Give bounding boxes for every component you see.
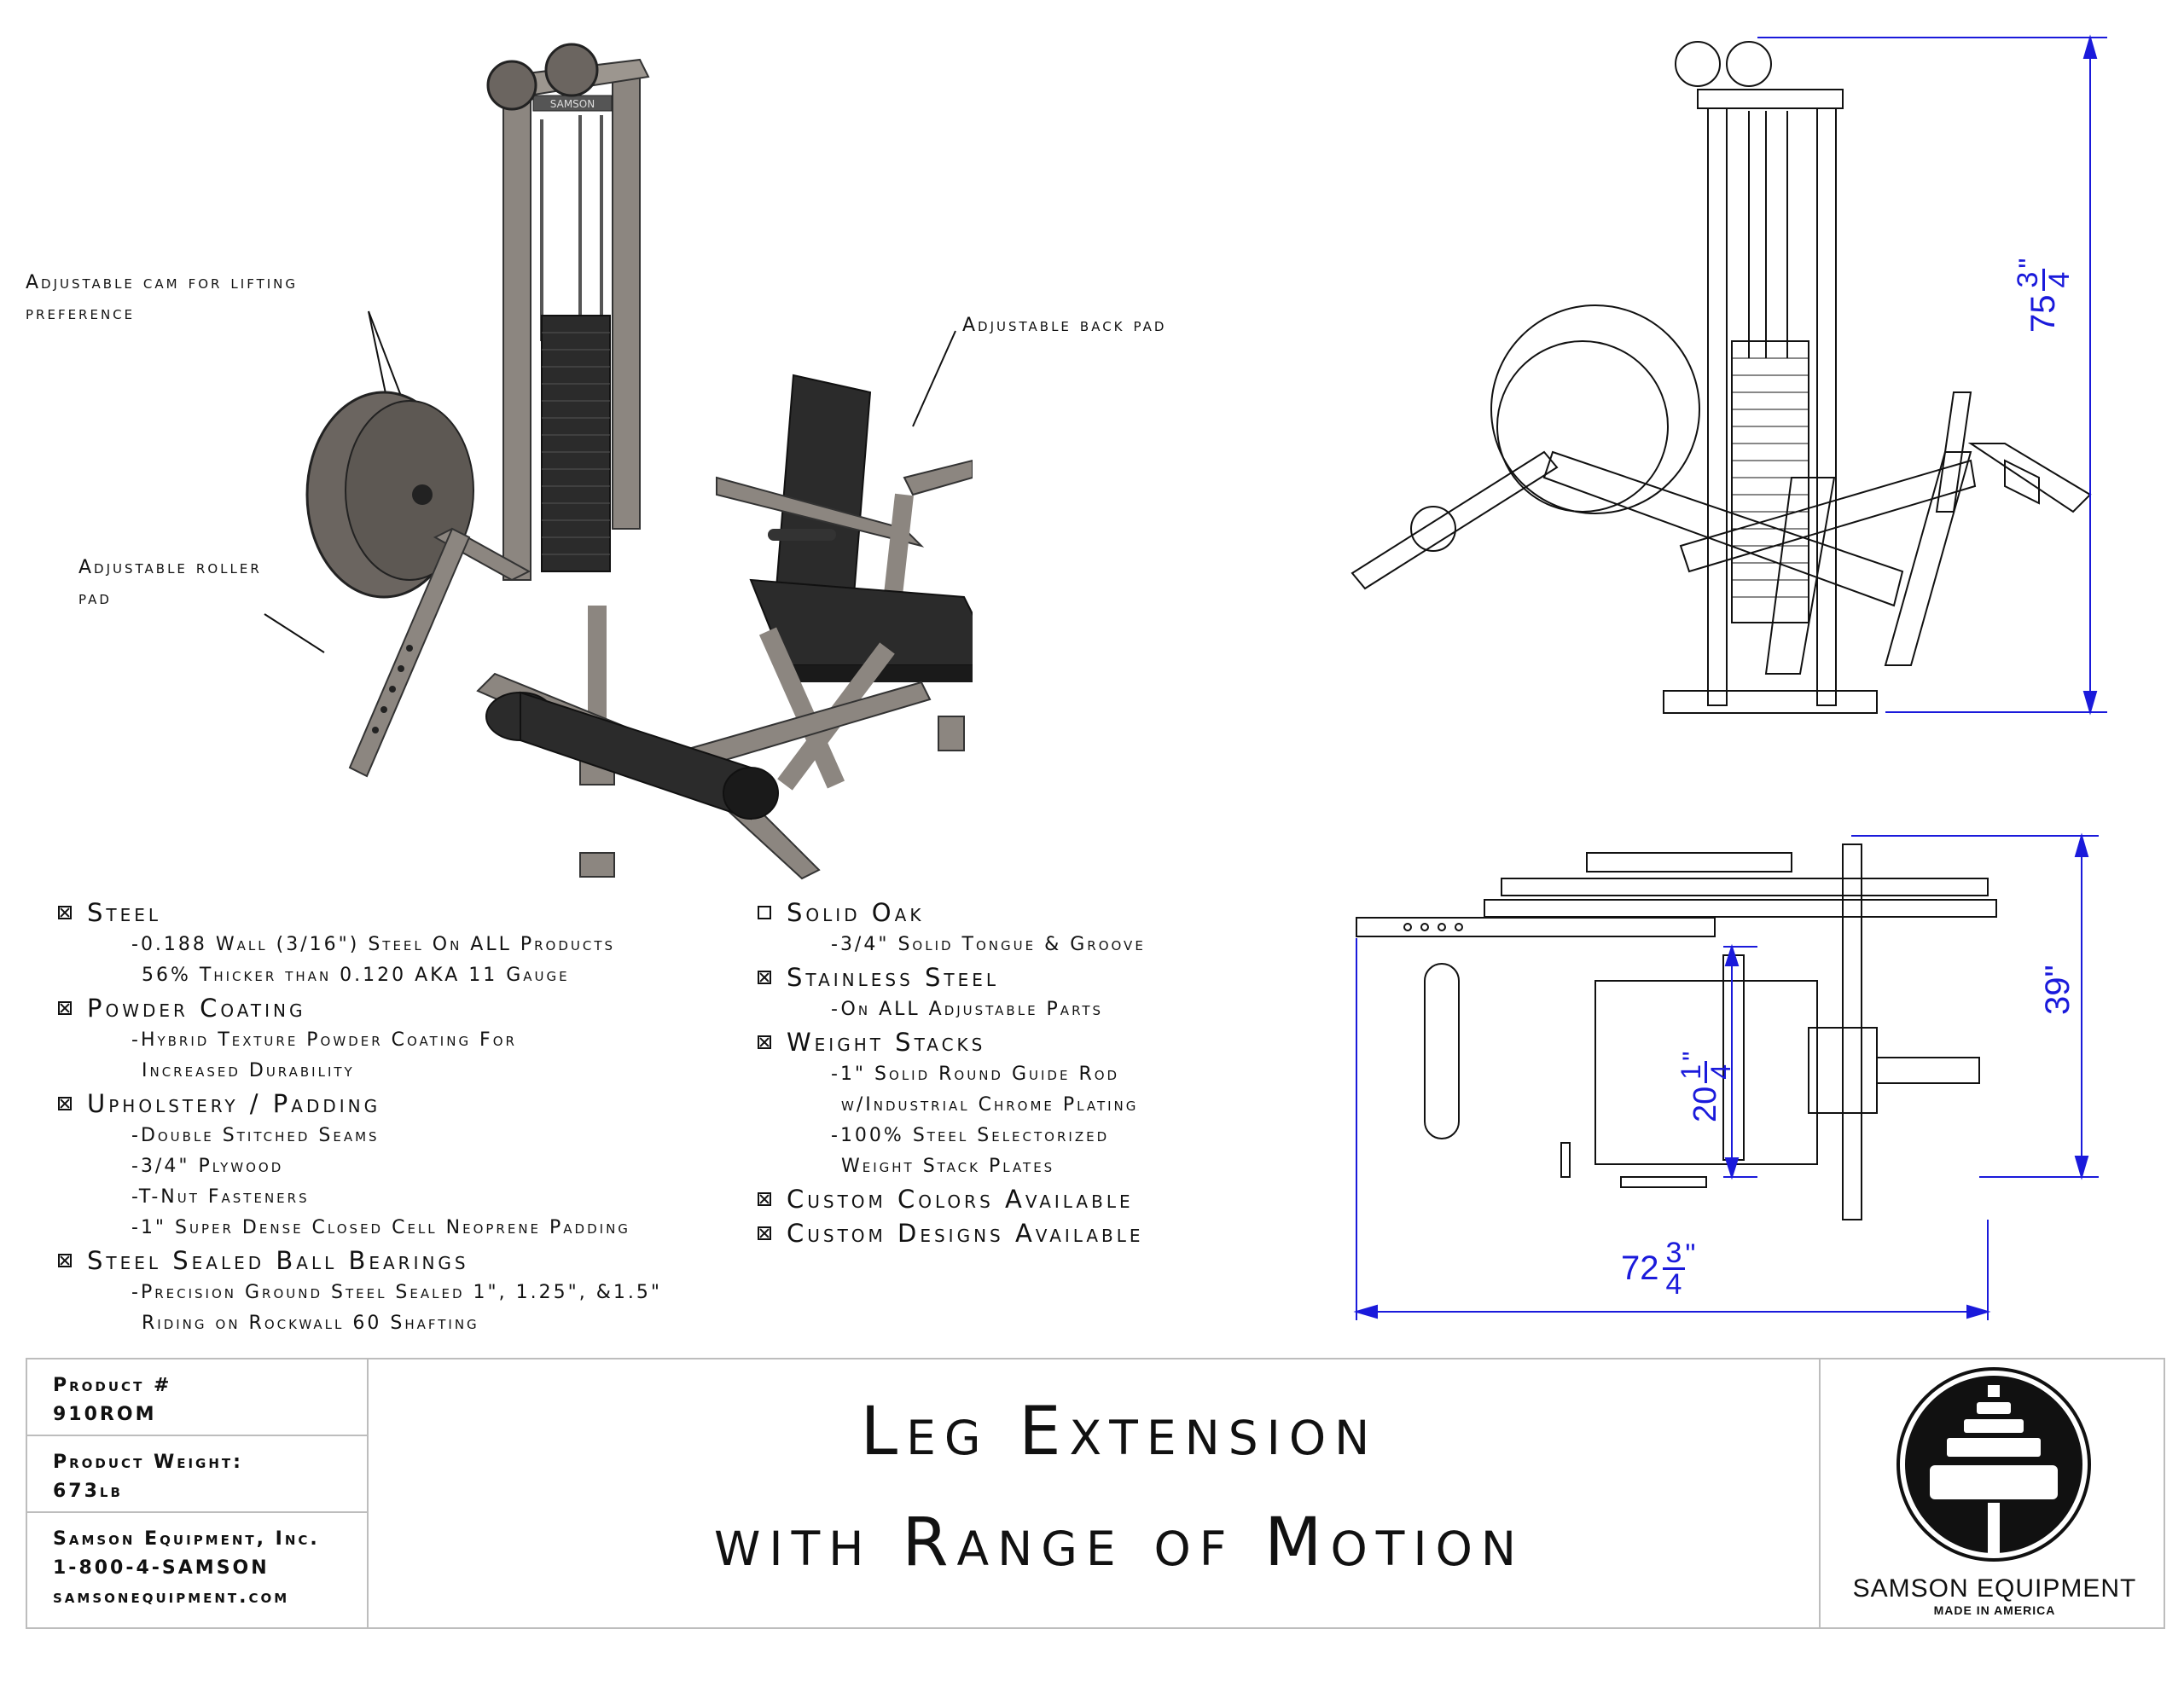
depth-dimension-line bbox=[1851, 832, 2099, 1180]
spec-detail-line: -0.188 Wall (3/16") Steel On ALL Product… bbox=[131, 934, 616, 955]
spec-heading: Custom Designs Available bbox=[758, 1216, 1146, 1250]
company-info-cell: Samson Equipment, Inc. 1-800-4-SAMSON sa… bbox=[27, 1513, 369, 1627]
seat-width-dimension-label: 20 1 4 " bbox=[1676, 1051, 1736, 1122]
logo-company-name: SAMSON EQUIPMENT bbox=[1852, 1574, 2137, 1603]
spec-heading-text: Solid Oak bbox=[787, 898, 925, 927]
back-pad-leader-line bbox=[912, 330, 956, 427]
product-weight-cell: Product Weight: 673lb bbox=[27, 1436, 369, 1513]
top-plan-view bbox=[1353, 832, 2099, 1320]
product-title-line-2: with Range of Motion bbox=[713, 1504, 1525, 1581]
spec-heading-text: Steel Sealed Ball Bearings bbox=[87, 1246, 469, 1275]
spec-heading-text: Weight Stacks bbox=[787, 1028, 986, 1057]
spec-detail-line: 56% Thicker than 0.120 AKA 11 Gauge bbox=[142, 965, 570, 986]
spec-heading: Powder Coating bbox=[58, 991, 662, 1025]
checked-box-icon bbox=[758, 1035, 771, 1049]
isometric-machine-view: SAMSON bbox=[264, 43, 973, 880]
side-elevation-view bbox=[1350, 34, 2107, 716]
spec-detail-line: -Double Stitched Seams bbox=[131, 1125, 380, 1146]
width-dimension-label: 72 3 4 " bbox=[1621, 1237, 1696, 1301]
spec-detail-line: -On ALL Adjustable Parts bbox=[831, 999, 1104, 1020]
spec-heading-text: Powder Coating bbox=[87, 994, 306, 1023]
spec-heading-text: Upholstery / Padding bbox=[87, 1089, 381, 1118]
spec-detail-line: -Hybrid Texture Powder Coating For bbox=[131, 1029, 517, 1051]
callout-adjustable-roller-pad: Adjustable roller pad bbox=[78, 557, 262, 609]
checked-box-icon bbox=[58, 1001, 72, 1015]
spec-detail-line: Increased Durability bbox=[142, 1060, 355, 1081]
depth-dimension-label: 39" bbox=[2039, 965, 2077, 1015]
machine-brand-label: SAMSON bbox=[550, 98, 595, 110]
width-dimension-line bbox=[1353, 938, 1991, 1320]
spec-detail-line: -3/4" Plywood bbox=[131, 1156, 284, 1177]
product-number-cell: Product # 910ROM bbox=[27, 1359, 369, 1436]
spec-detail-line: Riding on Rockwall 60 Shafting bbox=[142, 1313, 479, 1334]
spec-heading-text: Custom Colors Available bbox=[787, 1185, 1134, 1214]
height-dimension-line bbox=[1757, 34, 2107, 716]
spec-detail-line: -T-Nut Fasteners bbox=[131, 1186, 310, 1208]
spec-heading: Custom Colors Available bbox=[758, 1182, 1146, 1216]
roller-leader-line bbox=[264, 613, 325, 653]
spec-detail-line: -1" Solid Round Guide Rod bbox=[831, 1064, 1120, 1085]
title-block: Product # 910ROM Product Weight: 673lb S… bbox=[26, 1358, 2165, 1629]
checked-box-icon bbox=[758, 1226, 771, 1240]
spec-detail-line: Weight Stack Plates bbox=[841, 1156, 1055, 1177]
callout-adjustable-back-pad: Adjustable back pad bbox=[962, 315, 1167, 336]
spec-detail-line: -1" Super Dense Closed Cell Neoprene Pad… bbox=[131, 1217, 630, 1238]
checked-box-icon bbox=[758, 1192, 771, 1206]
spec-heading: Stainless Steel bbox=[758, 960, 1146, 994]
logo-tagline: MADE IN AMERICA bbox=[1933, 1603, 2056, 1617]
checked-box-icon bbox=[58, 906, 72, 919]
spec-heading: Steel bbox=[58, 896, 662, 930]
checked-box-icon bbox=[758, 971, 771, 984]
spec-heading-text: Custom Designs Available bbox=[787, 1219, 1144, 1248]
checked-box-icon bbox=[58, 1254, 72, 1267]
spec-heading: Upholstery / Padding bbox=[58, 1087, 662, 1121]
specs-left: Steel -0.188 Wall (3/16") Steel On ALL Pr… bbox=[58, 896, 662, 1339]
product-title-line-1: Leg Extension bbox=[860, 1394, 1379, 1470]
spec-detail-line: -100% Steel Selectorized bbox=[831, 1125, 1110, 1146]
spec-heading-text: Steel bbox=[87, 898, 162, 927]
spec-heading-text: Stainless Steel bbox=[787, 963, 1000, 992]
height-dimension-label: 75 3 4 " bbox=[2012, 258, 2076, 333]
spec-heading: Solid Oak bbox=[758, 896, 1146, 930]
spec-detail-line: w/Industrial Chrome Plating bbox=[841, 1094, 1139, 1116]
callout-adjustable-cam: Adjustable cam for lifting preference bbox=[26, 272, 298, 324]
spec-detail-line: -3/4" Solid Tongue & Groove bbox=[831, 934, 1146, 955]
spec-heading: Steel Sealed Ball Bearings bbox=[58, 1244, 662, 1278]
seat-width-dimension-line bbox=[1723, 943, 1757, 1180]
unchecked-box-icon bbox=[758, 906, 771, 919]
spec-detail-line: -Precision Ground Steel Sealed 1", 1.25"… bbox=[131, 1282, 662, 1303]
checked-box-icon bbox=[58, 1097, 72, 1110]
samson-logo-icon bbox=[1896, 1367, 2091, 1562]
logo-divider bbox=[1819, 1359, 1821, 1627]
spec-heading: Weight Stacks bbox=[758, 1025, 1146, 1059]
